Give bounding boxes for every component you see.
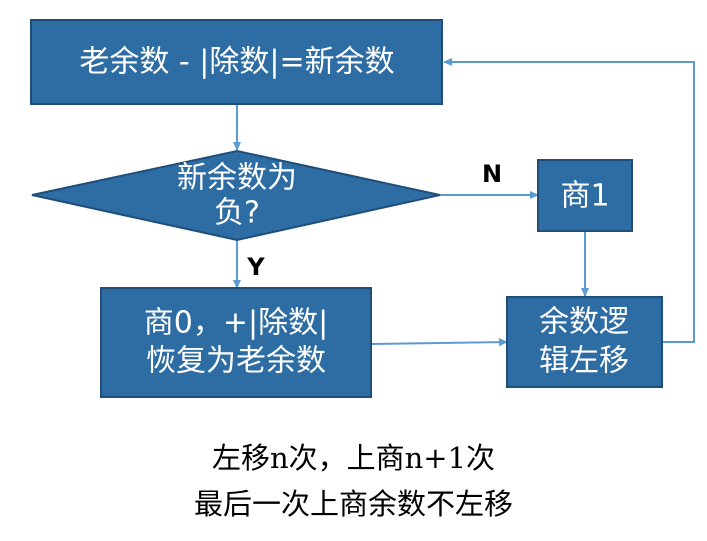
caption-line-1: 左移n次，上商n+1次 [211,441,496,475]
start-process-text: 老余数 - |除数|=新余数 [79,45,394,80]
caption-line-2: 最后一次上商余数不左移 [193,487,513,521]
arrow-shift-loop-back [443,58,695,343]
edge-label-yes: Y [246,253,265,281]
quotient-zero-box: 商0，+|除数| 恢复为老余数 [100,287,372,398]
quotient-zero-text-line2: 恢复为老余数 [146,344,326,379]
quotient-zero-text-line1: 商0，+|除数| [144,306,328,341]
decision-diamond: 新余数为 负? [31,149,441,242]
edge-label-no: N [482,160,502,188]
arrow-quotient-zero-to-shift [370,338,508,347]
shift-left-box: 余数逻 辑左移 [506,296,663,388]
shift-left-text-line2: 辑左移 [539,344,629,379]
quotient-one-text: 商1 [560,179,609,214]
quotient-one-box: 商1 [537,159,633,232]
decision-text-line2: 负? [214,196,260,231]
decision-text-line1: 新余数为 [177,161,297,196]
start-process-box: 老余数 - |除数|=新余数 [30,19,443,105]
shift-left-text-line1: 余数逻 [539,305,629,340]
